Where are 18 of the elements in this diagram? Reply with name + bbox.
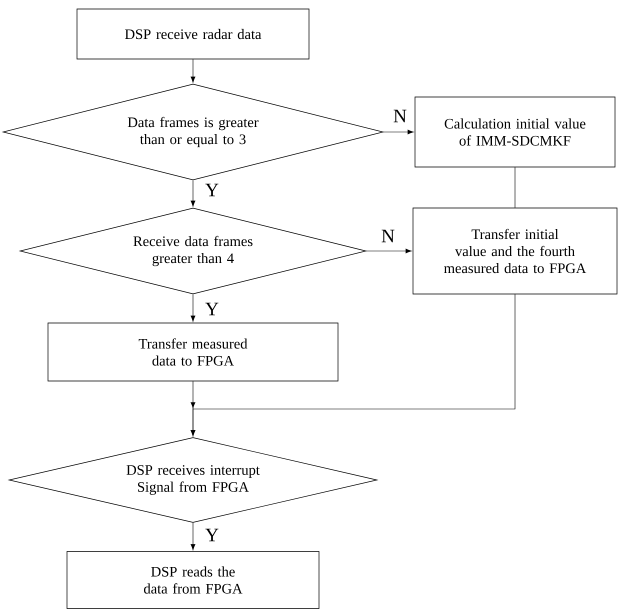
process-box: Transfer measured data to FPGA xyxy=(48,322,338,382)
arrow xyxy=(190,59,196,83)
edge-label: Y xyxy=(204,528,220,542)
arrow xyxy=(190,522,196,550)
arrow xyxy=(383,130,414,134)
process-box: DSP reads the data from FPGA xyxy=(66,551,320,609)
arrow xyxy=(190,180,196,207)
connector-line xyxy=(514,167,516,208)
process-box: DSP receive radar data xyxy=(76,8,310,60)
process-box: Transfer initial value and the fourth measured data to FPGA xyxy=(412,208,618,294)
edge-label: Y xyxy=(204,182,220,198)
arrow xyxy=(190,294,196,322)
edge-label: Y xyxy=(204,302,220,316)
edge-label: N xyxy=(380,228,396,244)
process-box: Calculation initial value of IMM-SDCMKF xyxy=(414,96,616,168)
edge-label: N xyxy=(392,108,408,124)
arrow xyxy=(190,294,516,436)
arrow xyxy=(366,248,412,254)
